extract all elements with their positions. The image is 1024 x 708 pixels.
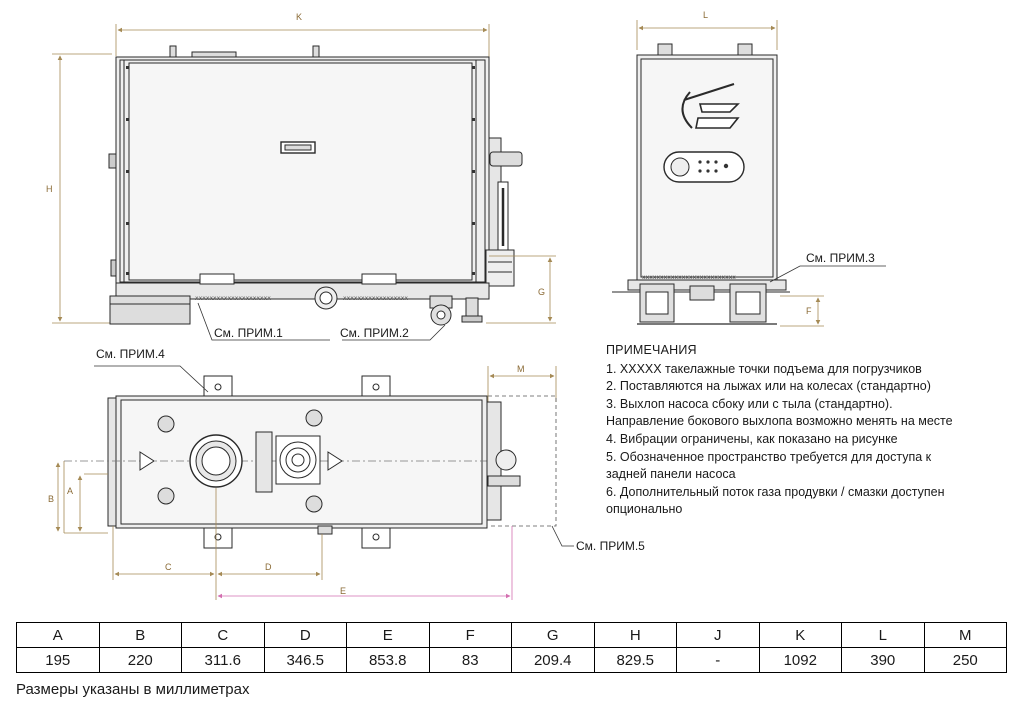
dim-label-c: C: [165, 562, 172, 572]
table-header-cell: L: [841, 622, 925, 648]
dim-label-m: M: [517, 364, 525, 374]
table-value-cell: 1092: [758, 647, 842, 673]
table-value-cell: 390: [841, 647, 925, 673]
note-line: 6. Дополнительный поток газа продувки / …: [606, 484, 945, 499]
table-value-cell: -: [676, 647, 760, 673]
note-line: задней панели насоса: [606, 467, 736, 482]
table-header-cell: C: [181, 622, 265, 648]
front-view: xxxxxxxxxxxxxxxxxxxxx xxxxxxxxxxxxxxxxxx: [52, 24, 556, 341]
table-value-cell: 829.5: [593, 647, 677, 673]
dim-label-f: F: [806, 306, 812, 316]
callout-note-3: См. ПРИМ.3: [806, 251, 875, 265]
callout-note-4: См. ПРИМ.4: [96, 347, 165, 361]
dim-label-b: B: [48, 494, 55, 504]
top-view: [55, 365, 574, 600]
callout-note-1: См. ПРИМ.1: [214, 326, 283, 340]
note-line: опционально: [606, 502, 683, 517]
table-header-cell: H: [593, 622, 677, 648]
callout-note-2: См. ПРИМ.2: [340, 326, 409, 340]
side-view: xxxxxxxxxxxxxxxxxxxxxxxxxx: [612, 20, 886, 327]
table-value-cell: 209.4: [511, 647, 595, 673]
note-line: 5. Обозначенное пространство требуется д…: [606, 449, 932, 464]
table-value-row: 195 220 311.6 346.5 853.8 83 209.4 829.5…: [16, 647, 1007, 673]
dim-label-d: D: [265, 562, 272, 572]
table-header-cell: F: [428, 622, 512, 648]
dimensions-table: A B C D E F G H J K L M 195 220 311.6 34…: [16, 622, 1007, 673]
dim-label-h: H: [46, 184, 53, 194]
note-line: 1. XXXXX такелажные точки подъема для по…: [606, 361, 922, 376]
table-header-cell: K: [758, 622, 842, 648]
note-line: Направление бокового выхлопа возможно ме…: [606, 414, 953, 429]
table-value-cell: 311.6: [181, 647, 265, 673]
dim-label-e: E: [340, 586, 347, 596]
table-header-cell: D: [263, 622, 347, 648]
table-value-cell: 83: [428, 647, 512, 673]
callout-note-5: См. ПРИМ.5: [576, 539, 645, 553]
dim-label-g: G: [538, 287, 546, 297]
units-footnote: Размеры указаны в миллиметрах: [16, 681, 250, 698]
table-header-cell: A: [16, 622, 100, 648]
table-header-cell: M: [923, 622, 1007, 648]
table-value-cell: 195: [16, 647, 100, 673]
svg-text:xxxxxxxxxxxxxxxxxx: xxxxxxxxxxxxxxxxxx: [343, 295, 408, 302]
notes-panel: ПРИМЕЧАНИЯ 1. XXXXX такелажные точки под…: [606, 342, 1018, 519]
notes-title: ПРИМЕЧАНИЯ: [606, 343, 697, 357]
table-header-cell: G: [511, 622, 595, 648]
dim-label-l: L: [703, 10, 709, 20]
table-value-cell: 853.8: [346, 647, 430, 673]
table-header-cell: J: [676, 622, 760, 648]
svg-text:xxxxxxxxxxxxxxxxxxxxx: xxxxxxxxxxxxxxxxxxxxx: [195, 295, 271, 302]
dim-label-a: A: [67, 486, 74, 496]
table-header-cell: B: [98, 622, 182, 648]
table-value-cell: 250: [923, 647, 1007, 673]
note-line: 2. Поставляются на лыжах или на колесах …: [606, 379, 931, 394]
note-line: 3. Выхлоп насоса сбоку или с тыла (станд…: [606, 396, 893, 411]
table-header-cell: E: [346, 622, 430, 648]
table-header-row: A B C D E F G H J K L M: [16, 622, 1007, 648]
technical-drawing: xxxxxxxxxxxxxxxxxxxxx xxxxxxxxxxxxxxxxxx: [52, 20, 886, 600]
table-value-cell: 346.5: [263, 647, 347, 673]
svg-text:xxxxxxxxxxxxxxxxxxxxxxxxxx: xxxxxxxxxxxxxxxxxxxxxxxxxx: [642, 274, 736, 281]
dim-label-k: K: [296, 12, 303, 22]
note-line: 4. Вибрации ограничены, как показано на …: [606, 431, 898, 446]
table-value-cell: 220: [98, 647, 182, 673]
